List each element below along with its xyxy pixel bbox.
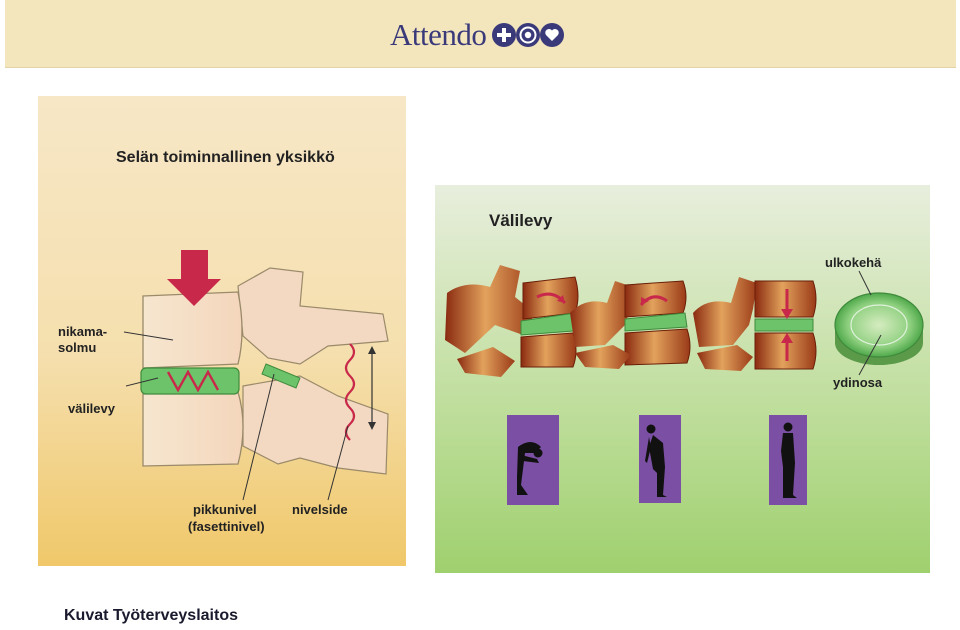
lower-vertebral-body [142,391,244,467]
facet-joint [261,363,301,389]
vertebra-pair-extension [570,280,691,369]
right-figure-title: Välilevy [489,211,553,230]
heart-icon [540,23,565,47]
header-bar: Attendo [5,0,956,68]
plus-icon [492,23,517,47]
label-vertebra: nikama- [58,324,107,339]
spine-functional-unit-figure: Selän toiminnallinen yksikkö nikama- sol… [38,96,406,566]
target-icon [516,23,541,47]
label-ligament: nivelside [292,502,348,517]
label-nucleus: ydinosa [833,375,883,390]
ligament-spring [344,343,356,441]
label-vertebra-line2: solmu [58,340,96,355]
label-facet-joint-line2: (fasettinivel) [188,519,265,534]
posterior-process-upper [237,267,389,365]
posture-upright [769,415,807,505]
attendo-logo: Attendo [390,17,565,53]
label-facet-joint: pikkunivel [193,502,257,517]
disc-cross-section [834,292,924,365]
intervertebral-disc [140,367,240,395]
image-credit-caption: Kuvat Työterveyslaitos [64,607,238,624]
logo-text: Attendo [390,17,487,52]
intervertebral-disc-figure: Välilevy ulkokehä ydi [435,185,930,573]
disc-compression-spring [166,369,220,393]
left-figure-title: Selän toiminnallinen yksikkö [116,149,335,166]
posterior-process-lower [242,375,389,475]
posture-forward-bend [507,415,559,505]
upper-vertebral-body [142,291,243,369]
label-disc: välilevy [68,401,116,416]
label-outer-ring: ulkokehä [825,255,882,270]
posture-slight-bend [639,415,681,503]
load-arrow [167,250,221,306]
vertebra-pair-neutral [693,277,817,371]
